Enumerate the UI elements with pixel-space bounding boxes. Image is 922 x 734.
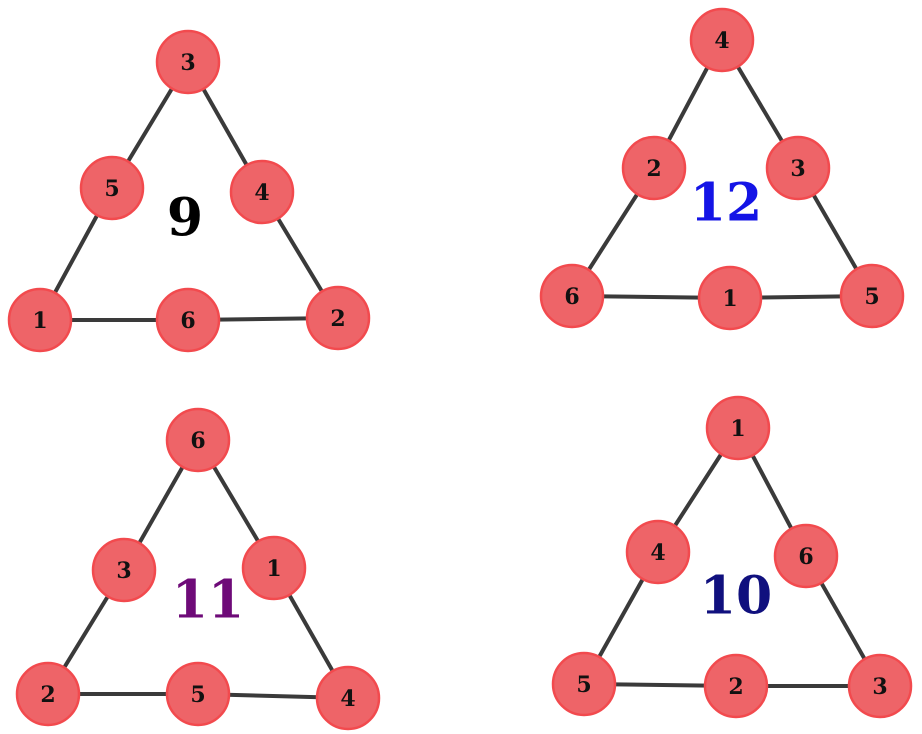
node-circle <box>315 665 381 731</box>
node-label: 5 <box>104 176 119 202</box>
node-label: 2 <box>330 306 345 332</box>
node-left-mid: 2 <box>621 135 687 201</box>
node-top: 1 <box>705 395 771 461</box>
node-label: 6 <box>190 428 205 454</box>
node-left-mid: 4 <box>625 519 691 585</box>
node-label: 6 <box>180 308 195 334</box>
node-label: 2 <box>646 156 661 182</box>
node-bottom-right: 4 <box>315 665 381 731</box>
triangle-puzzle-3: 6 3 1 2 5 4 11 <box>15 407 381 731</box>
node-label: 5 <box>190 682 205 708</box>
node-label: 3 <box>790 156 805 182</box>
node-label: 5 <box>864 284 879 310</box>
node-label: 6 <box>798 544 813 570</box>
node-circle <box>765 135 831 201</box>
node-circle <box>305 285 371 351</box>
node-label: 1 <box>266 556 281 582</box>
node-circle <box>773 523 839 589</box>
sum-label: 11 <box>172 570 244 631</box>
node-right-mid: 4 <box>229 159 295 225</box>
node-circle <box>15 661 81 727</box>
node-circle <box>839 263 905 329</box>
node-circle <box>241 535 307 601</box>
node-right-mid: 6 <box>773 523 839 589</box>
triangle-puzzle-2: 4 2 3 6 1 5 12 <box>539 7 905 331</box>
node-circle <box>165 407 231 473</box>
node-circle <box>91 537 157 603</box>
node-left-mid: 3 <box>91 537 157 603</box>
node-label: 2 <box>40 682 55 708</box>
node-label: 2 <box>728 674 743 700</box>
node-circle <box>79 155 145 221</box>
node-bottom-mid: 1 <box>697 265 763 331</box>
sum-label: 9 <box>167 188 203 249</box>
node-label: 1 <box>730 416 745 442</box>
node-bottom-mid: 2 <box>703 653 769 719</box>
node-bottom-right: 3 <box>847 653 913 719</box>
node-right-mid: 1 <box>241 535 307 601</box>
node-circle <box>689 7 755 73</box>
node-circle <box>155 287 221 353</box>
node-label: 3 <box>116 558 131 584</box>
node-label: 4 <box>254 180 269 206</box>
node-circle <box>229 159 295 225</box>
sum-label: 10 <box>700 566 772 627</box>
triangle-puzzle-1: 3 5 4 1 6 2 9 <box>7 29 371 353</box>
node-circle <box>551 651 617 717</box>
node-bottom-left: 6 <box>539 263 605 329</box>
node-top: 3 <box>155 29 221 95</box>
node-label: 1 <box>32 308 47 334</box>
node-top: 6 <box>165 407 231 473</box>
node-circle <box>625 519 691 585</box>
node-circle <box>621 135 687 201</box>
node-bottom-right: 2 <box>305 285 371 351</box>
node-bottom-left: 5 <box>551 651 617 717</box>
node-bottom-mid: 6 <box>155 287 221 353</box>
node-label: 4 <box>714 28 729 54</box>
node-label: 3 <box>180 50 195 76</box>
node-circle <box>697 265 763 331</box>
node-bottom-mid: 5 <box>165 661 231 727</box>
node-circle <box>165 661 231 727</box>
node-circle <box>539 263 605 329</box>
node-bottom-left: 2 <box>15 661 81 727</box>
node-top: 4 <box>689 7 755 73</box>
node-right-mid: 3 <box>765 135 831 201</box>
node-bottom-left: 1 <box>7 287 73 353</box>
node-circle <box>155 29 221 95</box>
node-circle <box>7 287 73 353</box>
node-label: 4 <box>340 686 355 712</box>
node-circle <box>705 395 771 461</box>
triangle-puzzle-4: 1 4 6 5 2 3 10 <box>551 395 913 719</box>
node-bottom-right: 5 <box>839 263 905 329</box>
node-label: 1 <box>722 286 737 312</box>
node-circle <box>847 653 913 719</box>
node-label: 3 <box>872 674 887 700</box>
sum-label: 12 <box>690 173 762 234</box>
node-label: 4 <box>650 540 665 566</box>
node-circle <box>703 653 769 719</box>
node-label: 5 <box>576 672 591 698</box>
node-left-mid: 5 <box>79 155 145 221</box>
node-label: 6 <box>564 284 579 310</box>
